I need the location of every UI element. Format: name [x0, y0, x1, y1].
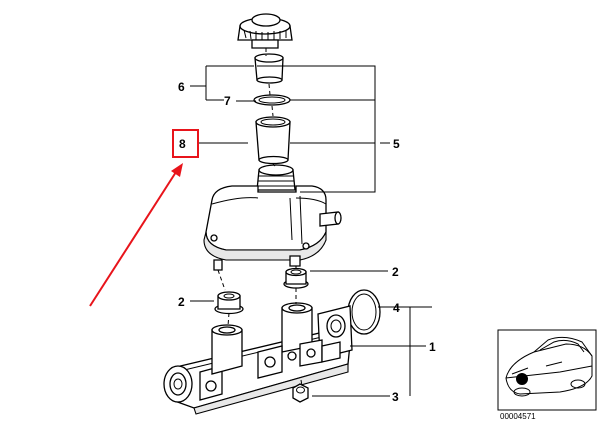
- o-ring-7: [253, 94, 291, 106]
- inset-reference-number: 00004571: [500, 412, 536, 421]
- o-ring-4: [347, 289, 381, 335]
- grommet-lower: [214, 291, 244, 315]
- screw-plug-3: [292, 383, 309, 403]
- callout-3: 3: [392, 390, 399, 404]
- strainer-8: [255, 116, 291, 165]
- reservoir-cap: [237, 13, 293, 49]
- callout-labels: 6 7 8 5 2 2 4 1 3: [178, 80, 436, 404]
- leader-lines: [190, 48, 432, 397]
- grommet-upper: [283, 267, 309, 289]
- callout-7: 7: [224, 94, 231, 108]
- highlight-annotation: [89, 129, 199, 307]
- callout-2-upper: 2: [392, 265, 399, 279]
- callout-5: 5: [393, 137, 400, 151]
- float-insert: [254, 53, 284, 84]
- callout-8: 8: [179, 137, 186, 151]
- highlight-arrow: [89, 171, 177, 307]
- highlight-arrowhead: [171, 163, 183, 177]
- master-cylinder: [163, 302, 353, 415]
- reservoir-body: [203, 164, 342, 271]
- highlight-box: [172, 129, 199, 158]
- callout-2-lower: 2: [178, 295, 185, 309]
- callout-6: 6: [178, 80, 185, 94]
- callout-1: 1: [429, 340, 436, 354]
- component-location-marker: [516, 373, 528, 385]
- callout-4: 4: [393, 301, 400, 315]
- car-location-inset: 00004571: [497, 329, 597, 421]
